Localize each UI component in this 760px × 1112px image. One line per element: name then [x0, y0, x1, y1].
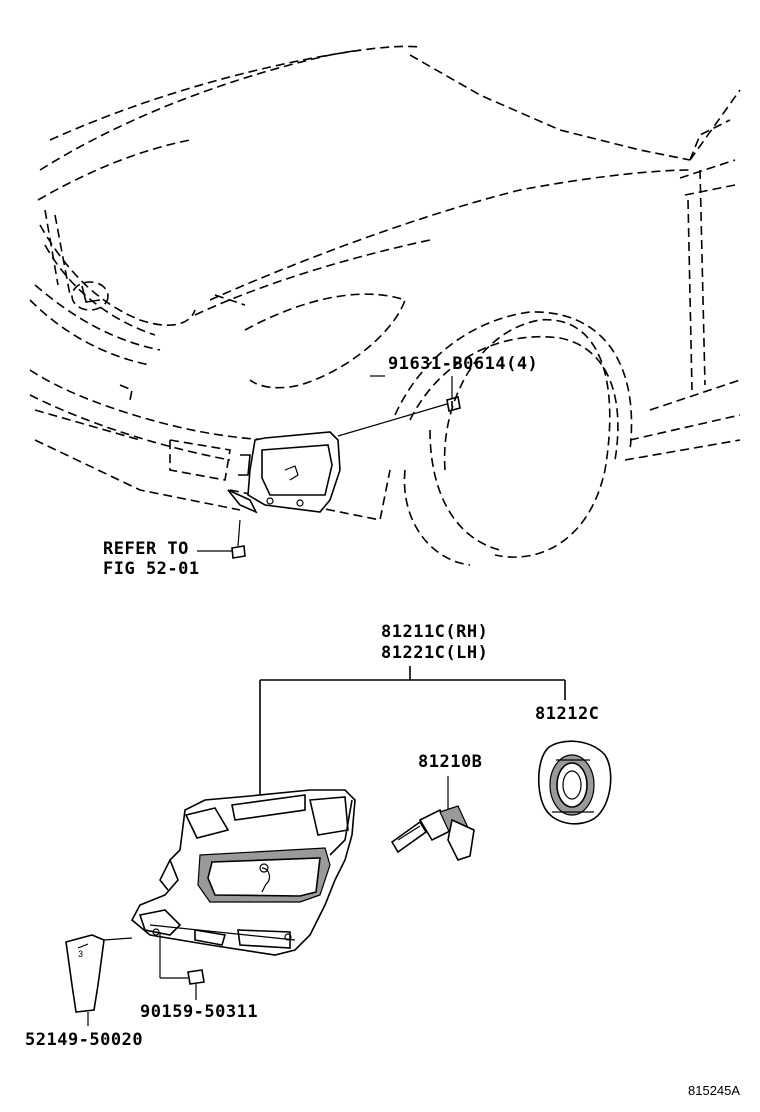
bulb-81210b-icon — [390, 776, 475, 861]
car-body-outline — [29, 45, 741, 566]
screw-90159-icon — [159, 932, 205, 1000]
installed-fog-lamp — [227, 431, 341, 514]
figure-reference: 815245A — [688, 1083, 741, 1098]
bracket-52149-icon: 3 — [65, 934, 133, 1026]
leader-bolt-to-lamp — [337, 403, 448, 437]
label-bolt-91631: 91631-B0614(4) — [388, 354, 539, 374]
label-refer-line1: REFER TO — [103, 539, 189, 559]
label-bulb: 81210B — [418, 752, 483, 772]
label-lamp-rh: 81211C(RH) — [381, 622, 489, 642]
label-lamp-lh: 81221C(LH) — [381, 643, 489, 663]
fog-lamp-housing-icon — [130, 789, 356, 956]
socket-81212c-icon — [537, 740, 612, 825]
bolt-91631-icon — [446, 395, 461, 413]
svg-text:3: 3 — [78, 949, 83, 959]
screw-refer-icon — [231, 519, 246, 559]
label-socket: 81212C — [535, 704, 600, 724]
label-refer-line2: FIG 52-01 — [103, 559, 200, 579]
label-screw: 90159-50311 — [140, 1002, 259, 1022]
leader-lamp-assembly — [259, 666, 566, 800]
label-bracket: 52149-50020 — [25, 1030, 144, 1050]
